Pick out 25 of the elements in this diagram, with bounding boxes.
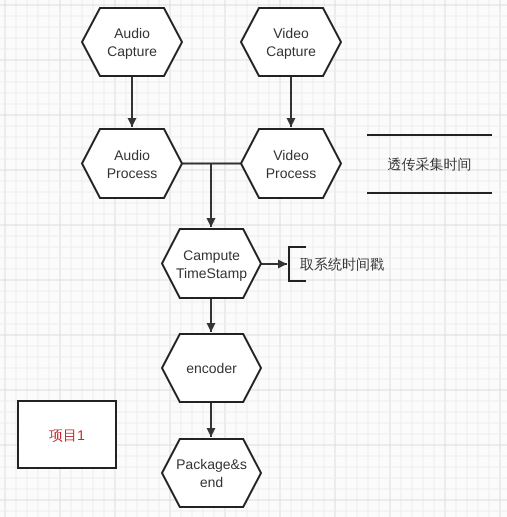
node-label: Package&send [175, 455, 248, 491]
note-text: 取系统时间戳 [300, 255, 384, 273]
arrow [261, 260, 287, 268]
item-box [17, 400, 117, 469]
arrow [206, 299, 216, 332]
process-hexagon [82, 7, 182, 77]
note-text: 透传采集时间 [388, 155, 472, 173]
process-hexagon [162, 228, 261, 299]
arrow [206, 162, 241, 227]
node-label: Video Capture [265, 24, 317, 60]
node-label: Audio Capture [106, 24, 158, 60]
process-hexagon [82, 128, 182, 199]
note-band [367, 134, 492, 194]
note-text: 项目1 [49, 426, 85, 444]
node-label: Video Process [264, 146, 318, 182]
process-hexagon [162, 333, 261, 403]
process-hexagon [241, 128, 341, 199]
process-hexagon [241, 7, 341, 77]
arrow [128, 77, 136, 127]
process-hexagon [162, 438, 261, 508]
arrow [206, 403, 216, 437]
arrow [286, 77, 296, 127]
node-label: Audio Process [106, 146, 158, 182]
node-label: Campute TimeStamp [174, 246, 248, 282]
node-label: encoder [185, 359, 238, 377]
